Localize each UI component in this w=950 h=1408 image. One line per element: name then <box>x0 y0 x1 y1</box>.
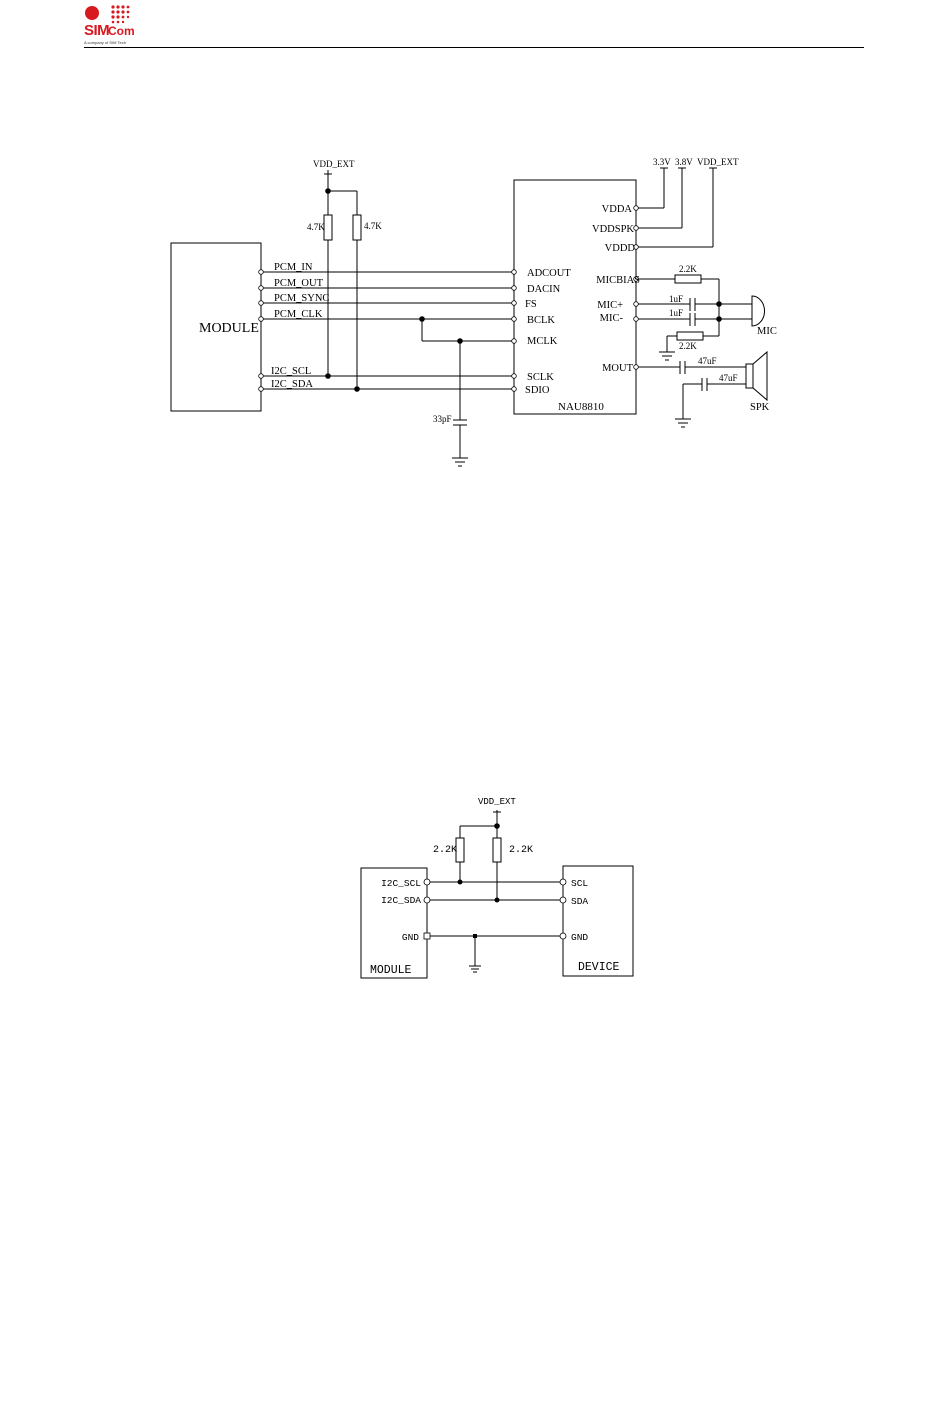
chip-pin-label: MOUT <box>602 363 634 374</box>
chip-label: NAU8810 <box>558 401 604 413</box>
i2c-module-pin: I2C_SDA <box>381 895 421 906</box>
i2c-device-pin: SDA <box>571 896 588 907</box>
i2c-device-label: DEVICE <box>578 961 620 974</box>
chip-pin-label: FS <box>525 299 537 310</box>
chip-pin-label: MIC+ <box>597 300 623 311</box>
speaker-icon <box>745 350 768 402</box>
pullup-right-value: 4.7K <box>364 221 382 231</box>
i2c-device-pin: SCL <box>571 878 588 889</box>
microphone-icon <box>751 295 765 327</box>
chip-pin-label: MCLK <box>527 336 558 347</box>
mic-cap-value: 1uF <box>669 308 683 318</box>
module-pin-label: I2C_SCL <box>271 366 311 377</box>
logo-dots-icon <box>85 5 130 24</box>
i2c-module-pin: GND <box>402 932 419 943</box>
spk-cap-value: 47uF <box>719 373 738 383</box>
i2c-module-label: MODULE <box>370 964 412 977</box>
chip-pin-label: SCLK <box>527 372 554 383</box>
page-header: SIM Com A company of SIM Tech <box>0 0 950 60</box>
chip-pin-label: SDIO <box>525 385 550 396</box>
chip-pin-label: ADCOUT <box>527 268 571 279</box>
i2c-pullup-left <box>455 837 465 863</box>
mic-gnd-resistor-value: 2.2K <box>679 341 697 351</box>
i2c-module-block <box>360 867 428 979</box>
rail-3v8-label: 3.8V <box>675 157 693 167</box>
chip-pin-label: VDDSPK <box>592 224 634 235</box>
logo-sim-text: SIM <box>84 22 110 39</box>
micbias-resistor-value: 2.2K <box>679 264 697 274</box>
clk-cap-value: 33pF <box>433 414 452 424</box>
module-block <box>170 242 262 412</box>
module-pin-label: PCM_OUT <box>274 278 324 289</box>
chip-pin-label: DACIN <box>527 284 561 295</box>
pullup-left-value: 4.7K <box>307 222 325 232</box>
chip-pin-label: VDDD <box>605 243 636 254</box>
logo-tagline: A company of SIM Tech <box>84 40 126 45</box>
chip-pin-label: MICBIAS <box>596 275 640 286</box>
module-label: MODULE <box>199 321 259 336</box>
module-pin-label: PCM_IN <box>274 262 313 273</box>
codec-schematic: MODULE NAU8810 VDD_EXT 4.7K 4.7K PCM_IN … <box>170 157 777 467</box>
nau8810-chip <box>513 179 637 415</box>
rail-vdd-ext-label: VDD_EXT <box>697 157 739 167</box>
module-pin-label: I2C_SDA <box>271 379 313 390</box>
vdd-ext-label: VDD_EXT <box>313 159 355 169</box>
spk-cap-value: 47uF <box>698 356 717 366</box>
i2c-device-pin: GND <box>571 932 588 943</box>
i2c-device-block <box>562 865 634 977</box>
mic-label: MIC <box>757 326 777 337</box>
rail-3v3-label: 3.3V <box>653 157 671 167</box>
chip-pin-label: BCLK <box>527 315 555 326</box>
logo-com-text: Com <box>108 24 135 38</box>
module-pin-label: PCM_SYNC <box>274 293 329 304</box>
chip-pin-label: VDDA <box>602 204 633 215</box>
i2c-module-pin: I2C_SCL <box>381 878 421 889</box>
i2c-supply-label: VDD_EXT <box>478 797 516 807</box>
header-rule <box>84 47 864 48</box>
spk-label: SPK <box>750 402 770 413</box>
simcom-logo: SIM Com A company of SIM Tech <box>84 4 140 48</box>
i2c-res-left-value: 2.2K <box>433 845 457 856</box>
chip-pin-label: MIC- <box>600 313 624 324</box>
module-pin-label: PCM_CLK <box>274 309 323 320</box>
i2c-res-right-value: 2.2K <box>509 845 533 856</box>
mic-cap-value: 1uF <box>669 294 683 304</box>
i2c-pullup-right <box>492 837 502 863</box>
